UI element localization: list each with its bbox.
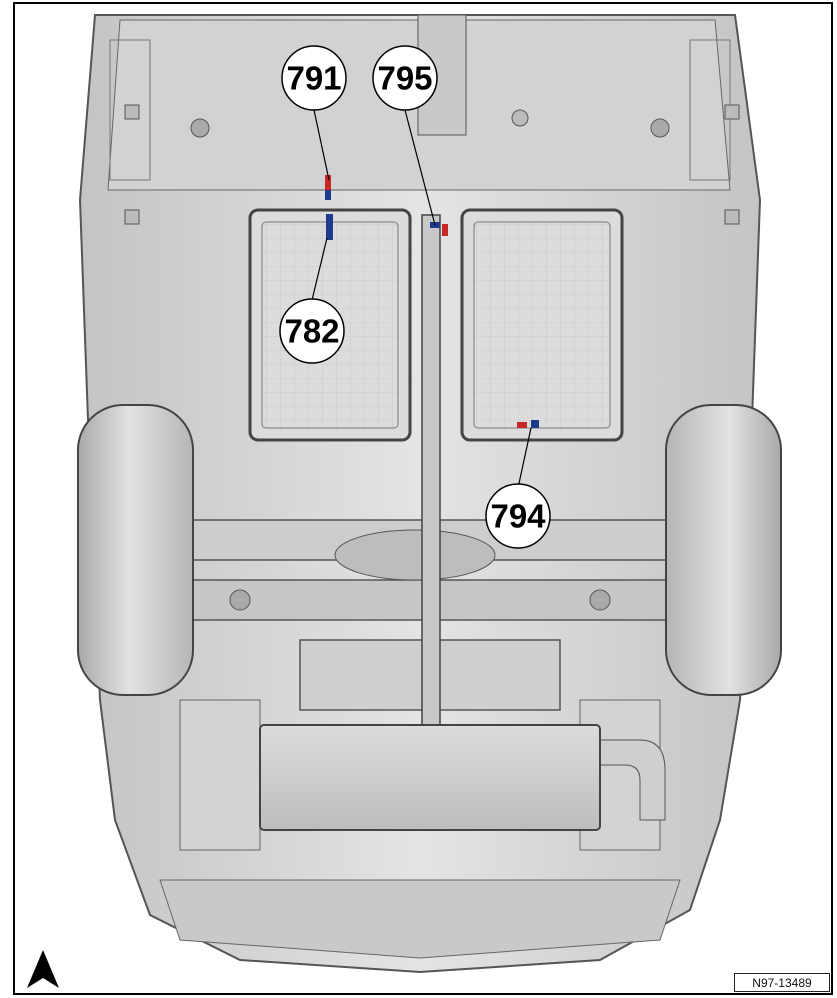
callout-795: 795	[372, 45, 438, 111]
reference-code-box: N97-13489	[734, 973, 830, 992]
muffler	[259, 724, 601, 831]
reference-code: N97-13489	[752, 975, 812, 990]
north-arrow-icon	[27, 950, 59, 988]
leader-line-795	[404, 109, 436, 226]
exhaust-pipe	[417, 14, 666, 821]
callout-label-791: 791	[286, 60, 341, 97]
callout-label-794: 794	[490, 498, 546, 535]
callout-794: 794	[485, 483, 551, 549]
callout-782: 782	[279, 298, 345, 364]
callout-label-795: 795	[377, 60, 432, 97]
marker-791	[325, 175, 331, 200]
marker-794	[517, 420, 539, 428]
marker-782	[326, 214, 333, 240]
right-tank-frame	[460, 208, 624, 442]
frame-border	[13, 2, 833, 995]
leader-line-791	[313, 109, 330, 181]
callout-label-782: 782	[284, 313, 339, 350]
right-rear-wheel	[665, 404, 782, 696]
left-rear-wheel	[77, 404, 194, 696]
leader-line-782	[311, 237, 328, 301]
leader-line-794	[517, 427, 532, 489]
callout-791: 791	[281, 45, 347, 111]
